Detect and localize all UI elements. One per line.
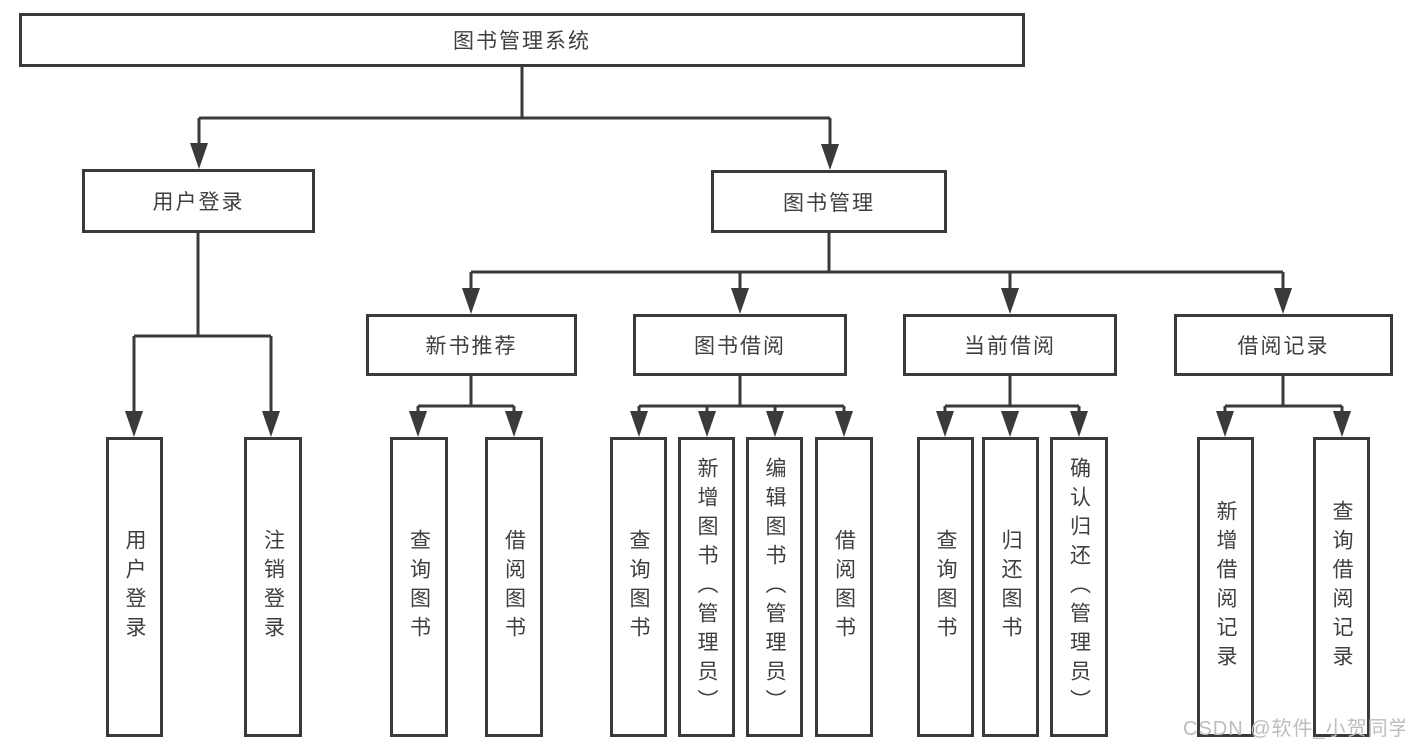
arrowhead — [1333, 411, 1351, 437]
leaf-borrowing-query-books: 查询图书 — [610, 437, 667, 737]
node-user-login: 用户登录 — [82, 169, 315, 233]
arrowhead — [630, 411, 648, 437]
arrowhead — [1070, 411, 1088, 437]
leaf-current-confirm-return-admin: 确认归还（管理员） — [1050, 437, 1108, 737]
arrowhead — [505, 411, 523, 437]
arrowhead — [1274, 288, 1292, 314]
node-book-borrowing: 图书借阅 — [633, 314, 847, 376]
leaf-recommend-borrow-books: 借阅图书 — [485, 437, 543, 737]
leaf-user-login: 用户登录 — [106, 437, 163, 737]
arrowhead — [262, 411, 280, 437]
arrowhead — [936, 411, 954, 437]
csdn-watermark: CSDN @软件_小贺同学 — [1183, 718, 1405, 740]
arrowhead — [1216, 411, 1234, 437]
arrowhead — [821, 144, 839, 170]
arrowhead — [1001, 411, 1019, 437]
arrowhead — [462, 288, 480, 314]
arrowhead — [766, 411, 784, 437]
node-borrowing-records: 借阅记录 — [1174, 314, 1393, 376]
node-current-borrowing: 当前借阅 — [903, 314, 1117, 376]
arrowhead — [1001, 288, 1019, 314]
node-book-management: 图书管理 — [711, 170, 947, 233]
arrowhead — [835, 411, 853, 437]
arrowhead — [125, 411, 143, 437]
leaf-records-query-record: 查询借阅记录 — [1313, 437, 1370, 737]
node-new-book-recommend: 新书推荐 — [366, 314, 577, 376]
node-library-management-system: 图书管理系统 — [19, 13, 1025, 67]
arrowhead — [190, 143, 208, 169]
leaf-borrowing-borrow-books: 借阅图书 — [815, 437, 873, 737]
leaf-recommend-query-books: 查询图书 — [390, 437, 448, 737]
arrowhead — [731, 288, 749, 314]
arrowhead — [698, 411, 716, 437]
leaf-current-return-books: 归还图书 — [982, 437, 1039, 737]
leaf-records-add-record: 新增借阅记录 — [1197, 437, 1254, 737]
leaf-current-query-books: 查询图书 — [917, 437, 974, 737]
leaf-borrowing-edit-books-admin: 编辑图书（管理员） — [746, 437, 803, 737]
arrowhead — [409, 411, 427, 437]
leaf-logout-login: 注销登录 — [244, 437, 302, 737]
leaf-borrowing-add-books-admin: 新增图书（管理员） — [678, 437, 735, 737]
